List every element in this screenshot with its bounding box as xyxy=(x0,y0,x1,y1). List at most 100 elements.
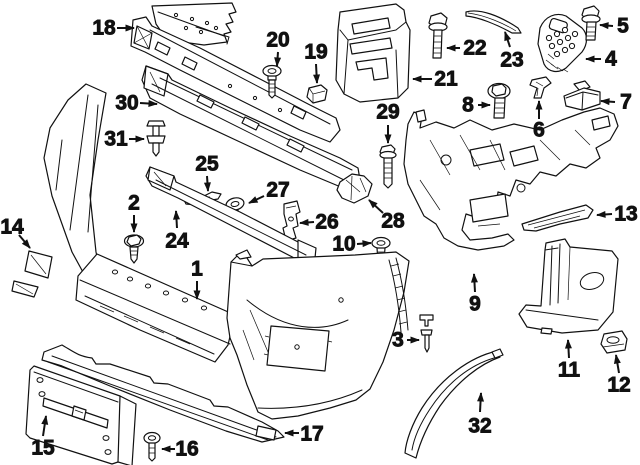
callout-29-bolt: 29 xyxy=(376,100,400,144)
part-32-flare xyxy=(404,348,504,459)
callout-number: 14 xyxy=(0,216,24,239)
part-22-bolt xyxy=(428,12,448,59)
callout-number: 17 xyxy=(300,423,323,446)
callout-20-screw: 20 xyxy=(266,28,290,67)
callout-22-bolt: 22 xyxy=(446,36,487,60)
part-5-bolt xyxy=(581,5,601,41)
callout-number: 6 xyxy=(533,119,545,142)
callout-number: 29 xyxy=(376,101,399,124)
callout-number: 21 xyxy=(434,68,458,91)
callout-27-screw: 27 xyxy=(248,178,290,204)
part-17-lower-trim xyxy=(41,344,285,443)
callout-number: 7 xyxy=(620,91,632,114)
callout-number: 20 xyxy=(266,29,289,52)
callout-number: 22 xyxy=(463,37,486,60)
callout-14-tow-hook-cover: 14 xyxy=(0,215,31,249)
callout-26-bracket: 26 xyxy=(299,210,339,234)
callout-arrow xyxy=(41,415,49,437)
callout-number: 26 xyxy=(315,211,338,234)
callout-arrow xyxy=(313,63,321,84)
callout-number: 16 xyxy=(175,438,198,461)
part-12-grommet xyxy=(600,330,628,354)
callout-arrow xyxy=(203,175,211,192)
callout-number: 12 xyxy=(607,374,630,397)
callout-arrow xyxy=(596,210,613,218)
part-13-side-support xyxy=(521,204,594,232)
callout-arrow xyxy=(368,199,384,214)
callout-arrow xyxy=(139,100,158,107)
callout-1-bumper-cover: 1 xyxy=(191,257,204,300)
callout-number: 15 xyxy=(31,437,55,460)
callout-number: 13 xyxy=(614,203,637,226)
part-6-clip xyxy=(529,76,552,99)
callout-13-side-support: 13 xyxy=(596,202,638,226)
callout-25-bracket-strip: 25 xyxy=(195,152,219,192)
callout-number: 8 xyxy=(462,94,474,117)
callout-5-bolt: 5 xyxy=(599,14,630,38)
callout-arrow xyxy=(599,22,614,30)
part-14-cover xyxy=(11,250,53,298)
callout-number: 24 xyxy=(165,230,189,253)
callout-arrow xyxy=(274,51,282,67)
part-29-bolt xyxy=(379,144,397,189)
callout-18-impact-bar: 18 xyxy=(92,16,135,40)
callout-15-license-bracket: 15 xyxy=(31,415,55,460)
callout-32-wheel-arch-flare: 32 xyxy=(468,392,492,438)
callout-number: 9 xyxy=(469,293,481,316)
callout-24-lower-stiffener: 24 xyxy=(165,210,189,253)
part-4-insulator-pad xyxy=(537,13,588,73)
callout-number: 18 xyxy=(92,17,116,40)
callout-number: 5 xyxy=(617,15,629,38)
callout-arrow xyxy=(299,218,315,226)
part-15-license-bracket xyxy=(25,365,137,465)
callout-17-lower-trim: 17 xyxy=(284,422,324,446)
part-7-clip-nut xyxy=(563,80,601,111)
callout-number: 19 xyxy=(304,41,327,64)
callout-31-push-rivet: 31 xyxy=(104,127,145,151)
part-23-trim-strip xyxy=(465,10,522,34)
callout-number: 4 xyxy=(605,48,617,71)
callout-3-push-pin: 3 xyxy=(392,328,420,352)
callout-arrow xyxy=(477,392,485,413)
part-18-impact-bar xyxy=(130,16,341,143)
callout-number: 25 xyxy=(195,153,219,176)
callout-9-bumper-carrier: 9 xyxy=(469,273,481,316)
callout-arrow xyxy=(600,98,616,106)
callout-arrow xyxy=(504,31,512,48)
part-8-bolt xyxy=(487,82,511,119)
callout-arrow xyxy=(356,240,372,248)
part-26-bracket xyxy=(282,200,301,242)
part-2-screw xyxy=(123,234,145,264)
callout-number: 28 xyxy=(381,210,405,233)
callout-21-mount-bracket: 21 xyxy=(412,67,458,91)
callout-number: 10 xyxy=(332,233,355,256)
callout-number: 32 xyxy=(468,415,491,438)
callout-8-bolt: 8 xyxy=(462,93,491,117)
callout-arrow xyxy=(613,354,621,374)
callout-7-clip-nut: 7 xyxy=(600,90,632,114)
callout-6-clip: 6 xyxy=(533,100,545,142)
callout-number: 1 xyxy=(191,258,203,281)
part-16-screw xyxy=(143,431,161,462)
part-28-bracket xyxy=(336,173,373,204)
callout-number: 3 xyxy=(392,329,404,352)
part-3-push-pin xyxy=(419,314,434,353)
callout-12-grommet: 12 xyxy=(607,354,631,397)
callout-number: 27 xyxy=(266,179,289,202)
part-9-carrier xyxy=(403,107,619,251)
part-1-bumper-cover xyxy=(43,83,410,420)
callout-28-bracket: 28 xyxy=(368,199,405,233)
callout-number: 31 xyxy=(104,128,128,151)
part-21-mount-bracket xyxy=(335,3,411,103)
callout-number: 23 xyxy=(500,49,523,72)
callout-arrow xyxy=(173,210,180,229)
callout-23-trim-strip: 23 xyxy=(500,31,524,72)
callout-arrow xyxy=(564,339,572,359)
callout-19-clip: 19 xyxy=(304,40,328,84)
callout-arrow xyxy=(18,234,31,249)
callout-number: 11 xyxy=(558,359,581,382)
callout-30-absorber: 30 xyxy=(115,91,158,115)
